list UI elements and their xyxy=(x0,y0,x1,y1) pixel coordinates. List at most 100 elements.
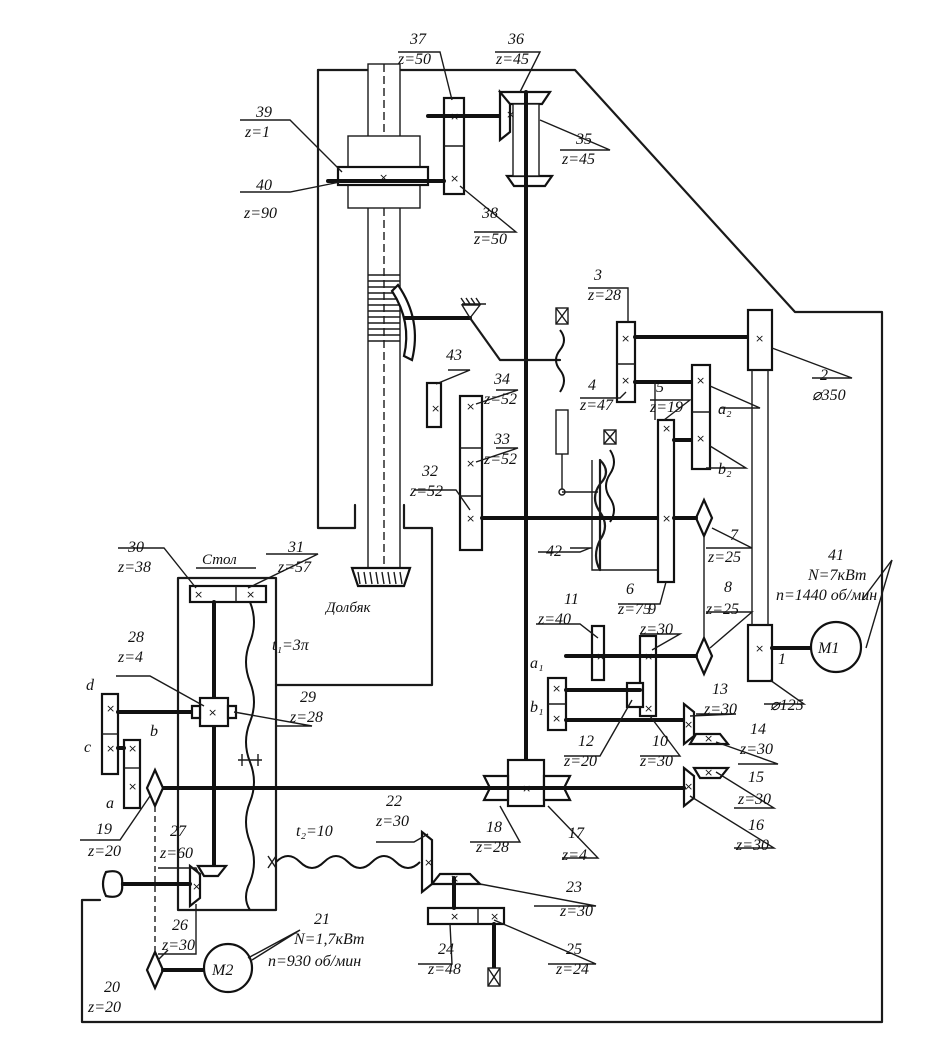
svg-text:40: 40 xyxy=(256,177,272,194)
svg-text:z=20: z=20 xyxy=(563,753,597,770)
svg-text:z=4: z=4 xyxy=(561,847,587,864)
svg-text:z=30: z=30 xyxy=(639,753,673,770)
table-drive: × × × Стол xyxy=(188,552,268,911)
svg-text:b: b xyxy=(150,723,158,740)
clutch-7-8 xyxy=(672,497,714,677)
svg-text:28: 28 xyxy=(128,629,144,646)
svg-text:×: × xyxy=(246,588,255,601)
motor-m2: M2 xyxy=(202,942,254,994)
svg-text:×: × xyxy=(684,718,693,731)
svg-text:8: 8 xyxy=(724,579,732,596)
belt-drive-1-2: × × xyxy=(746,308,816,683)
machine-frame-outline xyxy=(80,68,884,1024)
svg-text:M1: M1 xyxy=(817,640,839,657)
svg-text:z=47: z=47 xyxy=(579,397,614,414)
svg-text:z=30: z=30 xyxy=(703,701,737,718)
svg-text:×: × xyxy=(621,374,630,387)
svg-text:22: 22 xyxy=(386,793,402,810)
svg-text:38: 38 xyxy=(481,205,498,222)
bevel-gears-13-16: × × × × xyxy=(682,701,731,809)
svg-text:z=60: z=60 xyxy=(159,845,193,862)
svg-text:×: × xyxy=(696,374,705,387)
svg-text:26: 26 xyxy=(172,917,188,934)
motor-labels: 41 N=7кВт n=1440 об/мин 21 N=1,7кВт n=93… xyxy=(268,547,877,970)
svg-text:×: × xyxy=(466,457,475,470)
svg-text:×: × xyxy=(450,172,459,185)
svg-text:N=1,7кВт: N=1,7кВт xyxy=(293,931,364,948)
svg-text:z=28: z=28 xyxy=(587,287,621,304)
svg-text:43: 43 xyxy=(446,347,462,364)
svg-text:×: × xyxy=(704,732,713,745)
svg-text:×: × xyxy=(450,110,459,123)
svg-text:35: 35 xyxy=(575,131,592,148)
svg-text:×: × xyxy=(684,780,693,793)
svg-text:z=90: z=90 xyxy=(243,205,277,222)
svg-text:z=30: z=30 xyxy=(559,903,593,920)
gear-block-32-34: × × × × xyxy=(425,381,662,552)
svg-text:39: 39 xyxy=(255,104,272,121)
svg-text:×: × xyxy=(621,332,630,345)
svg-text:15: 15 xyxy=(748,769,764,786)
svg-text:30: 30 xyxy=(127,539,144,556)
svg-text:6: 6 xyxy=(626,581,634,598)
svg-text:2: 2 xyxy=(820,367,828,384)
svg-text:z=48: z=48 xyxy=(427,961,461,978)
svg-text:z=30: z=30 xyxy=(375,813,409,830)
svg-text:z=30: z=30 xyxy=(739,741,773,758)
svg-text:4: 4 xyxy=(588,377,596,394)
svg-text:z=19: z=19 xyxy=(649,399,683,416)
svg-text:27: 27 xyxy=(170,823,187,840)
svg-text:×: × xyxy=(106,702,115,715)
svg-text:×: × xyxy=(128,742,137,755)
svg-text:×: × xyxy=(128,780,137,793)
spindle-rack xyxy=(368,274,400,342)
svg-text:21: 21 xyxy=(314,911,330,928)
worm-gear-39-40: × xyxy=(326,135,442,209)
svg-text:×: × xyxy=(552,712,561,725)
svg-text:×: × xyxy=(450,910,459,923)
svg-text:13: 13 xyxy=(712,681,728,698)
svg-text:×: × xyxy=(208,706,217,719)
svg-text:10: 10 xyxy=(652,733,668,750)
svg-text:z=52: z=52 xyxy=(409,483,443,500)
svg-text:14: 14 xyxy=(750,721,766,738)
svg-text:×: × xyxy=(696,432,705,445)
gear-pair-37-38: × × xyxy=(408,96,507,196)
svg-text:N=7кВт: N=7кВт xyxy=(807,567,866,584)
svg-text:31: 31 xyxy=(287,539,304,556)
svg-text:z=28: z=28 xyxy=(289,709,323,726)
svg-text:×: × xyxy=(106,742,115,755)
svg-text:M2: M2 xyxy=(211,962,233,979)
svg-text:×: × xyxy=(755,332,764,345)
svg-text:34: 34 xyxy=(493,371,510,388)
svg-text:z=45: z=45 xyxy=(495,51,529,68)
svg-text:×: × xyxy=(431,402,440,415)
svg-text:9: 9 xyxy=(648,601,656,618)
svg-text:a₂: a₂ xyxy=(718,401,732,418)
svg-text:19: 19 xyxy=(96,821,112,838)
svg-text:z=57: z=57 xyxy=(277,559,312,576)
svg-text:z=25: z=25 xyxy=(707,549,741,566)
svg-text:32: 32 xyxy=(421,463,438,480)
svg-text:z=25: z=25 xyxy=(705,601,739,618)
svg-text:×: × xyxy=(490,910,499,923)
change-gear-letters: a₁ b₁ a₂ b₂ a b c d xyxy=(84,401,732,812)
svg-text:z=30: z=30 xyxy=(735,837,769,854)
svg-text:23: 23 xyxy=(566,879,582,896)
svg-text:42: 42 xyxy=(546,543,562,560)
svg-text:×: × xyxy=(379,171,388,184)
gear-train-3-6: × × × × × × xyxy=(615,320,752,584)
svg-text:24: 24 xyxy=(438,941,454,958)
svg-text:7: 7 xyxy=(730,527,739,544)
svg-text:×: × xyxy=(644,702,653,715)
worm-gear-17-18: × xyxy=(482,758,572,808)
svg-text:×: × xyxy=(644,650,653,663)
svg-text:b₂: b₂ xyxy=(718,461,732,478)
gear-labels: 39 z=1 40 z=90 37 z=50 38 z=50 36 z=45 3… xyxy=(87,31,846,1016)
svg-text:z=30: z=30 xyxy=(737,791,771,808)
cam-42 xyxy=(570,429,659,572)
svg-text:×: × xyxy=(755,642,764,655)
svg-text:z=1: z=1 xyxy=(244,124,270,141)
svg-text:a: a xyxy=(106,795,114,812)
